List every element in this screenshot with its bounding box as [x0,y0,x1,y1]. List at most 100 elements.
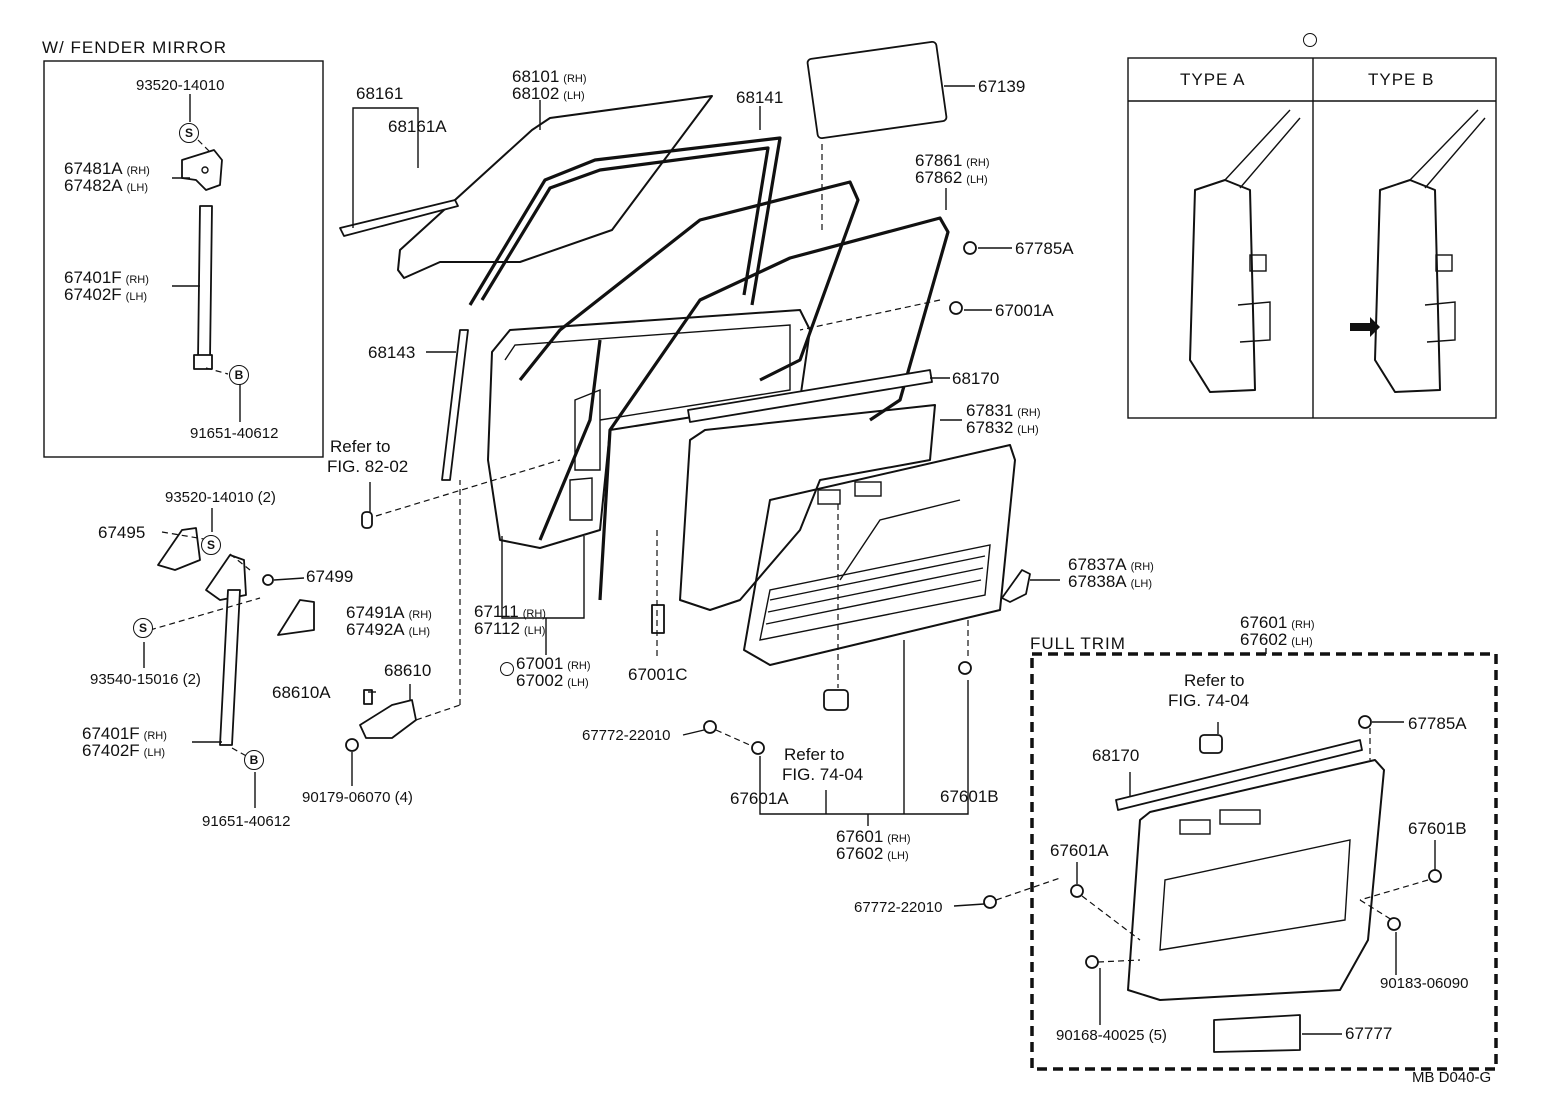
glass-run-channel-part [468,136,782,306]
label-67002: 67002(LH) [516,671,589,690]
mirror-channel-part [193,205,213,370]
clip-67785A-top [963,241,977,255]
label-68610: 68610 [384,661,432,680]
mirror-bracket-part [181,149,223,191]
door-shell-part [487,309,811,549]
door-inner-frame-part [598,216,950,601]
full-trim-title: FULL TRIM [1030,634,1126,653]
fender-mirror-title: W/ FENDER MIRROR [42,38,228,57]
window-regulator-part [359,699,417,739]
label-91651-40612: 91651-40612 [202,813,291,830]
type-a-sketch [1189,109,1301,393]
bolt-circle-icon [1303,33,1317,47]
label-93540-15016-2: 93540-15016 (2) [90,671,201,688]
lower-channel-part [219,589,241,746]
label-67602-top: 67602(LH) [1240,630,1313,649]
label-fig-74-04: FIG. 74-04 [782,765,864,784]
label-67495: 67495 [98,523,146,542]
leader-lines [143,85,1436,1035]
clip-67601B [958,661,972,675]
label-67401F: 67401F(RH) [82,724,167,743]
label-68102: 68102(LH) [512,84,585,103]
label-67491A: 67491A(RH) [346,603,432,622]
label-67402F-top: 67402F(LH) [64,285,148,304]
service-cover-part [806,40,948,140]
label-68161: 68161 [356,84,404,103]
label-67001C: 67001C [628,665,688,684]
label-67785A-top: 67785A [1015,239,1074,258]
full-trim-frame [1030,652,1498,1071]
belt-moulding-part [687,369,933,423]
type-b-sketch [1350,109,1486,393]
mirror-garnish-part [277,599,315,636]
label-refer-to-74-trim: Refer to [1184,671,1245,690]
bolt-circle-icon [500,662,514,676]
grommet-part-trim [1199,734,1223,754]
pin-68610A [363,689,373,705]
label-67601B: 67601B [940,787,999,806]
label-68143: 68143 [368,343,416,362]
type-ab-frame [1127,57,1497,419]
mirror-base-part [205,554,247,601]
label-67601-top: 67601(RH) [1240,613,1315,632]
label-67481A: 67481A(RH) [64,159,150,178]
label-67777: 67777 [1345,1024,1393,1043]
label-68101: 68101(RH) [512,67,587,86]
label-93520-14010-2: 93520-14010 (2) [165,489,276,506]
label-67831: 67831(RH) [966,401,1041,420]
label-refer-to-74: Refer to [784,745,845,764]
label-68141: 68141 [736,88,784,107]
fender-mirror-frame [43,60,324,458]
mirror-cover-part [157,527,201,571]
label-67001A: 67001A [995,301,1054,320]
label-67838A: 67838A(LH) [1068,572,1153,591]
symbol-b-top: B [229,365,249,385]
label-refer-to-82: Refer to [330,437,391,456]
label-91651-40612-top: 91651-40612 [190,425,279,442]
door-frame-part [518,180,860,541]
label-67401F-top: 67401F(RH) [64,268,149,287]
label-67601A-trim: 67601A [1050,841,1109,860]
label-67111: 67111(RH) [474,602,546,621]
inner-panel-part [679,404,936,611]
label-90179-06070-4: 90179-06070 (4) [302,789,413,806]
label-93520-14010-top: 93520-14010 [136,77,225,94]
symbol-b-lower: B [244,750,264,770]
screw-67772 [703,720,717,734]
label-90183-06090: 90183-06090 [1380,975,1469,992]
symbol-s-lower-1: S [201,535,221,555]
label-90168-40025-5: 90168-40025 (5) [1056,1027,1167,1044]
label-67482A: 67482A(LH) [64,176,149,195]
label-67492A: 67492A(LH) [346,620,431,639]
label-67862: 67862(LH) [915,168,988,187]
belt-strip-part [441,329,469,481]
label-67602: 67602(LH) [836,844,909,863]
label-fig-74-04-trim: FIG. 74-04 [1168,691,1250,710]
label-67861: 67861(RH) [915,151,990,170]
clip-67001C [651,604,665,634]
type-a-title: TYPE A [1180,70,1246,89]
clip-67601A [751,741,765,755]
trim-corner-part [1001,569,1031,603]
outer-weatherstrip-part [339,199,459,237]
label-68610A: 68610A [272,683,331,702]
label-67785A-trim: 67785A [1408,714,1467,733]
clip-67001A [949,301,963,315]
label-67772-22010-trim: 67772-22010 [854,899,943,916]
label-67001: 67001(RH) [516,654,591,673]
label-67601B-trim: 67601B [1408,819,1467,838]
full-trim-panel-part [983,715,1442,1053]
type-b-title: TYPE B [1368,70,1435,89]
label-67499: 67499 [306,567,354,586]
grommet-part [823,689,849,711]
label-67601A: 67601A [730,789,789,808]
label-68170: 68170 [952,369,1000,388]
label-67832: 67832(LH) [966,418,1039,437]
label-67139: 67139 [978,77,1026,96]
screw-67499 [262,574,274,586]
bolt-90179 [345,738,359,752]
label-67837A: 67837A(RH) [1068,555,1154,574]
door-trim-part [743,444,1016,666]
label-68161A: 68161A [388,117,447,136]
